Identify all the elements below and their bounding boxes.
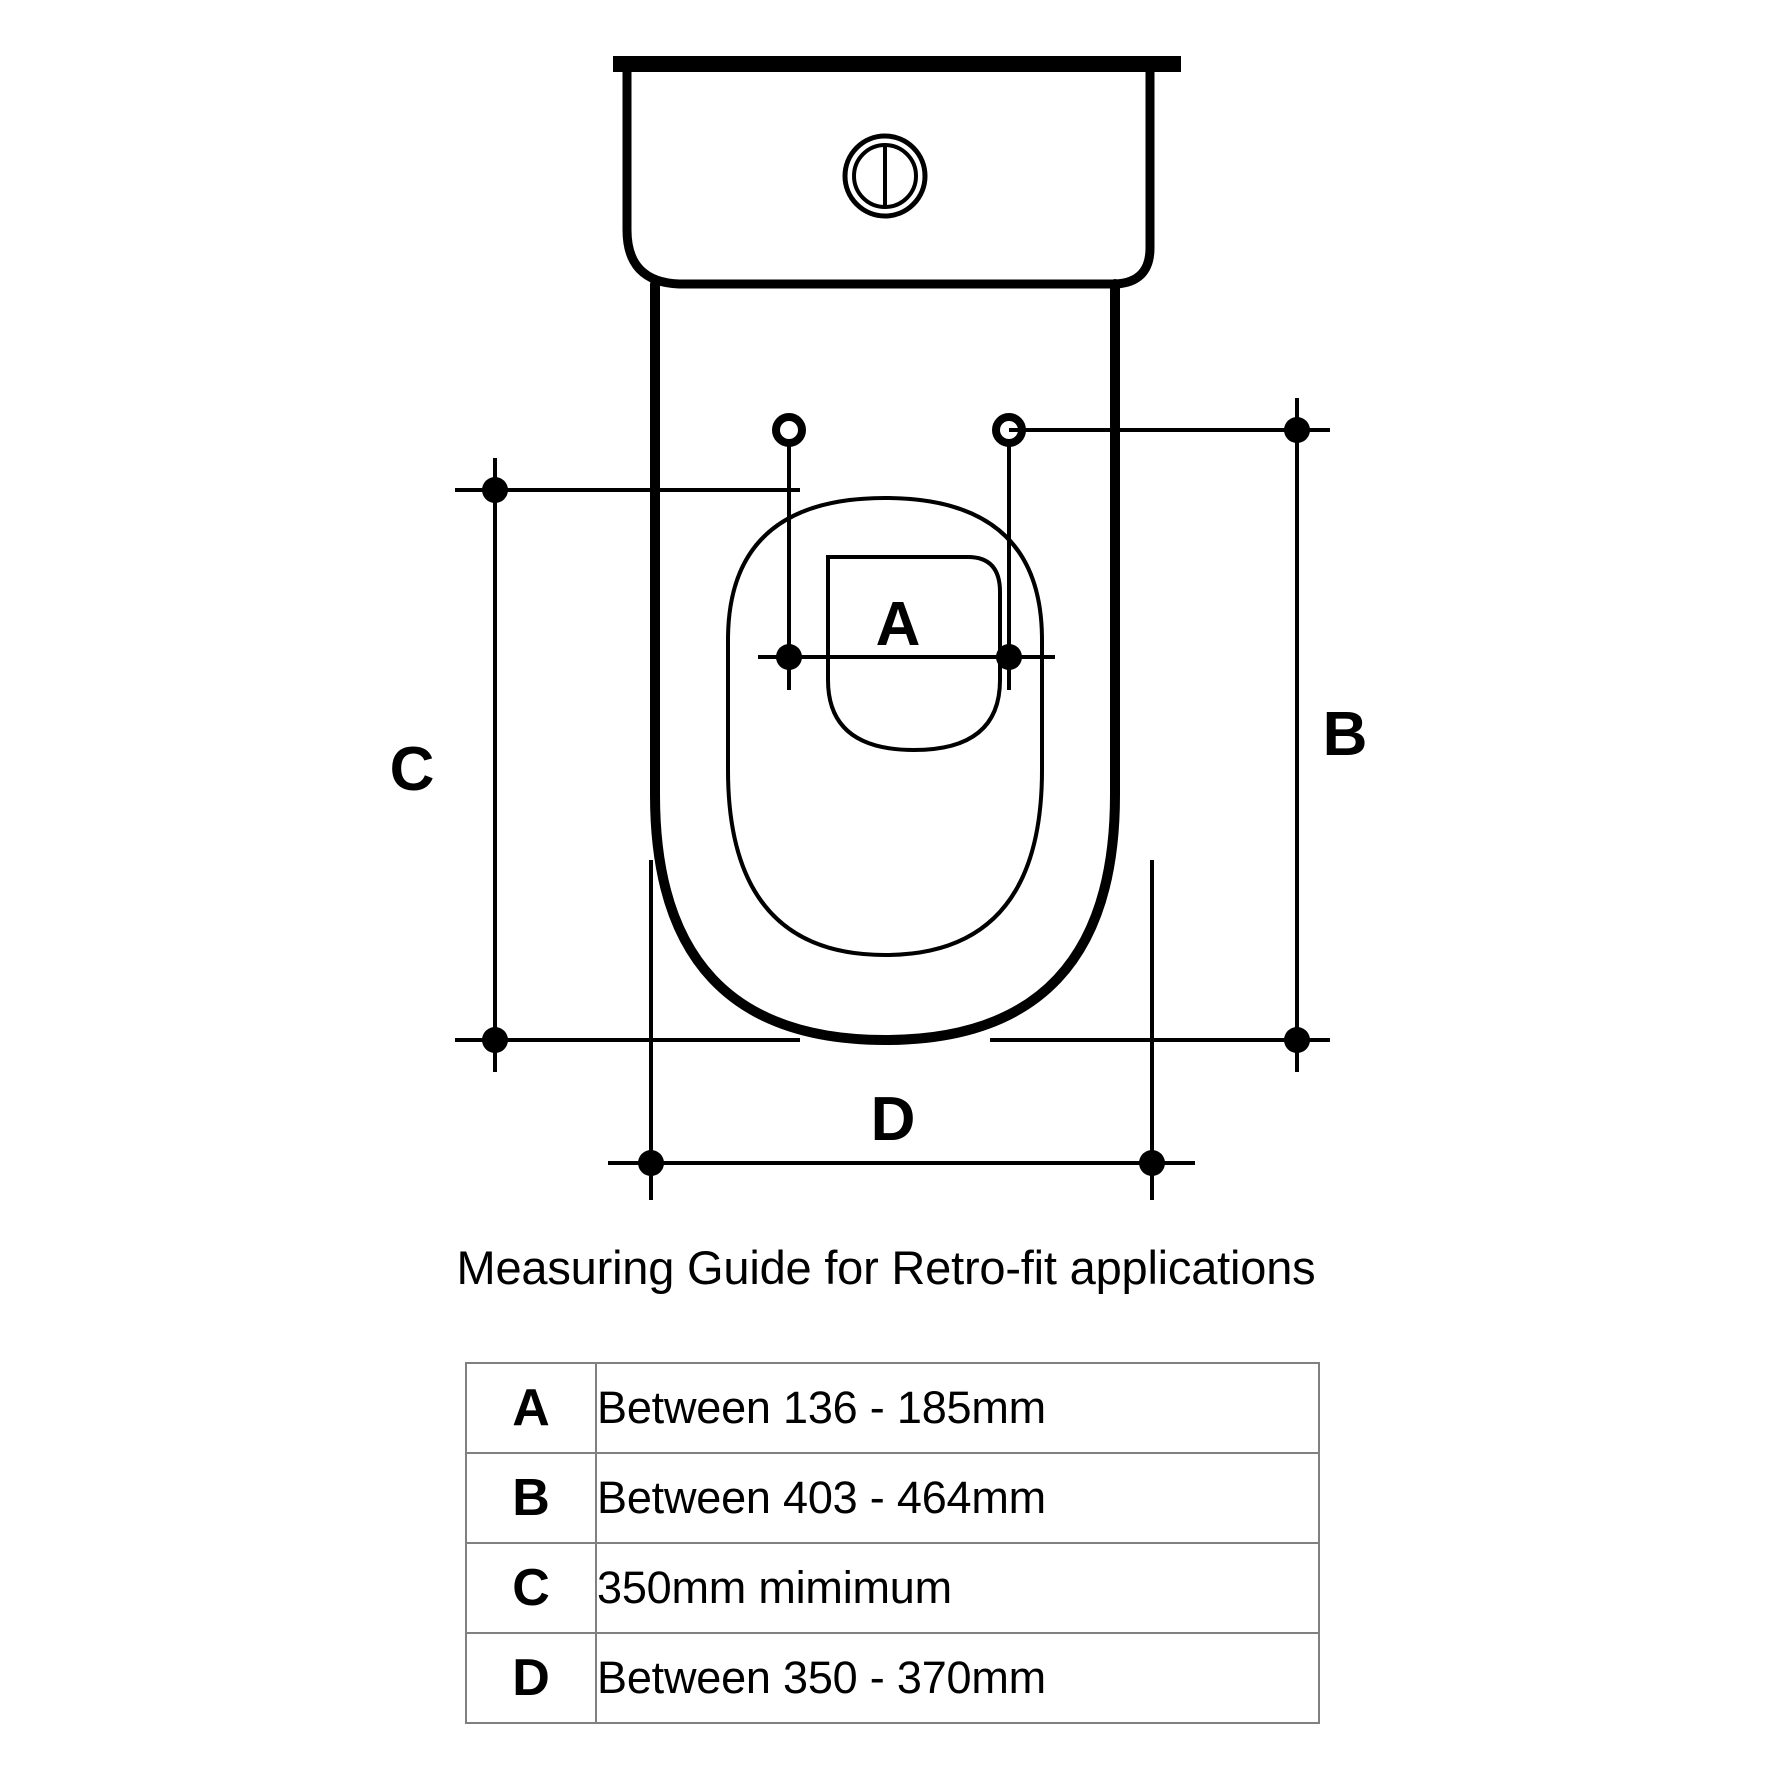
cistern-body-outline xyxy=(622,61,1155,289)
dimension-value-cell: Between 403 - 464mm xyxy=(595,1452,1320,1544)
dimension-key-cell: D xyxy=(465,1632,597,1724)
dimension-d-group xyxy=(608,860,1195,1200)
seat-ring-outline xyxy=(726,495,1044,958)
table-row: A Between 136 - 185mm xyxy=(465,1362,1320,1454)
dimension-value-cell: Between 350 - 370mm xyxy=(595,1632,1320,1724)
dimension-d-dot-left xyxy=(638,1150,664,1176)
cistern-lid-bar xyxy=(613,56,1181,72)
dimension-label-b: B xyxy=(1323,700,1368,769)
pan-group xyxy=(650,279,1120,1045)
seat-ring-group xyxy=(726,495,1044,958)
dimension-value-cell: 350mm mimimum xyxy=(595,1542,1320,1634)
dimension-d-dot-right xyxy=(1139,1150,1165,1176)
dimension-a-dot-left xyxy=(776,644,802,670)
table-row: C 350mm mimimum xyxy=(465,1542,1320,1634)
dimension-label-c: C xyxy=(390,735,435,804)
dimension-c-dot-top xyxy=(482,477,508,503)
dimension-b-group xyxy=(990,398,1330,1072)
dimension-b-dot-top xyxy=(1284,417,1310,443)
fixing-holes-group xyxy=(772,413,1026,447)
bowl-opening-group xyxy=(826,555,1002,753)
dimension-value-cell: Between 136 - 185mm xyxy=(595,1362,1320,1454)
dimension-label-a: A xyxy=(876,590,921,659)
dimension-label-d: D xyxy=(871,1085,916,1154)
dimension-key-cell: A xyxy=(465,1362,597,1454)
dimension-a-group xyxy=(758,444,1055,690)
toilet-measuring-diagram: A B C D xyxy=(390,56,1368,1200)
dimension-key-cell: B xyxy=(465,1452,597,1544)
page-title: Measuring Guide for Retro-fit applicatio… xyxy=(456,1241,1316,1294)
flush-button-outer-ring xyxy=(842,133,928,219)
dimension-b-dot-bottom xyxy=(1284,1027,1310,1053)
dimension-c-dot-bottom xyxy=(482,1027,508,1053)
cistern-group xyxy=(613,56,1181,289)
dimension-key-cell: C xyxy=(465,1542,597,1634)
dimension-c-group xyxy=(455,458,800,1072)
dimension-a-dot-right xyxy=(996,644,1022,670)
bowl-opening-outline xyxy=(826,555,1002,753)
table-row: D Between 350 - 370mm xyxy=(465,1632,1320,1724)
toilet-pan-outline xyxy=(650,279,1120,1045)
table-row: B Between 403 - 464mm xyxy=(465,1452,1320,1544)
measuring-guide-table: A Between 136 - 185mm B Between 403 - 46… xyxy=(465,1362,1320,1724)
seat-fixing-hole-left-icon xyxy=(772,413,806,447)
